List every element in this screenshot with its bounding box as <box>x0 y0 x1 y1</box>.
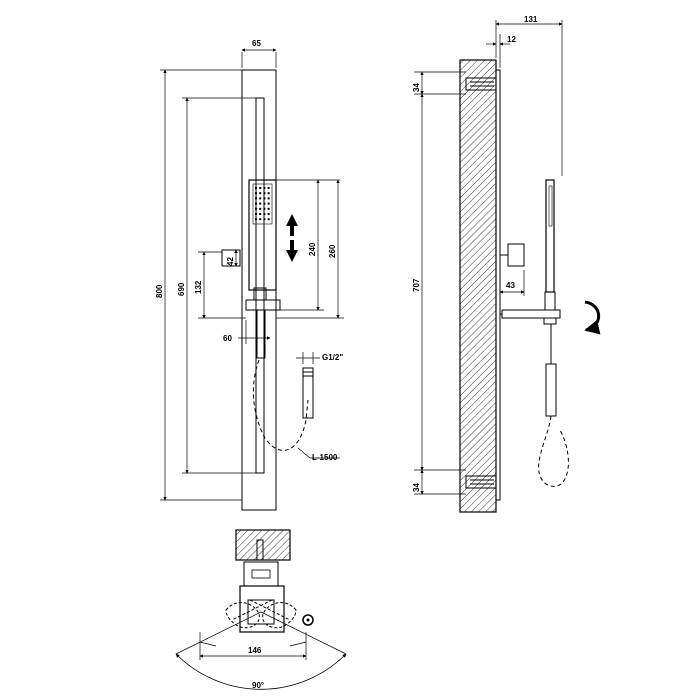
dim-bottom-34: 34 <box>412 483 421 492</box>
nozzle-dot <box>259 207 262 210</box>
nozzle-dot <box>259 218 262 221</box>
slide-down-arrow <box>286 240 298 262</box>
dim-60: 60 <box>223 334 232 343</box>
nozzle-dot <box>259 187 262 189</box>
nozzle-dot <box>267 187 270 189</box>
dim-65: 65 <box>252 39 261 48</box>
shower-hose <box>252 359 309 451</box>
nozzle-dot <box>259 192 262 195</box>
front-view: 65 800 690 132 42 240 260 60 <box>155 39 344 511</box>
holder-neck <box>253 287 267 301</box>
hose-connector <box>256 309 266 359</box>
angle-label: 90° <box>252 681 264 690</box>
nozzle-dot <box>267 202 270 205</box>
dim-690: 690 <box>177 282 186 296</box>
nozzle-dot <box>267 197 270 200</box>
side-view: 131 12 34 707 34 43 <box>412 15 601 513</box>
nozzle-dot <box>267 192 270 195</box>
nozzle-dot <box>255 207 257 210</box>
plan-holder <box>239 585 285 633</box>
nozzle-dot <box>255 192 257 195</box>
nozzle-dot <box>259 213 262 215</box>
side-holder <box>501 309 561 319</box>
side-bar <box>495 69 501 501</box>
nozzle-dot <box>267 207 270 210</box>
dim-240: 240 <box>308 242 317 256</box>
nozzle-dot <box>267 213 270 215</box>
nozzle-dot <box>263 192 266 195</box>
dim-132: 132 <box>194 280 203 294</box>
hand-shower <box>248 179 277 291</box>
dim-146: 146 <box>248 646 262 655</box>
wall-connector <box>302 367 314 419</box>
thread-label: G1/2" <box>322 353 343 362</box>
dim-12: 12 <box>507 35 516 44</box>
nozzle-dot <box>255 213 257 215</box>
side-outlet <box>507 243 525 267</box>
dim-131: 131 <box>524 15 538 24</box>
rotate-arrow <box>584 300 601 335</box>
nozzle-dot <box>255 187 257 189</box>
plan-body <box>243 561 279 587</box>
dim-42: 42 <box>226 257 235 266</box>
dim-707: 707 <box>412 278 421 292</box>
nozzle-dot <box>255 218 257 221</box>
nozzle-dot <box>263 207 266 210</box>
side-hose <box>538 415 569 487</box>
side-panel <box>459 59 497 513</box>
hose-length-label: L-1500 <box>312 453 338 462</box>
shower-head-face <box>252 183 273 225</box>
dim-43: 43 <box>506 281 515 290</box>
dim-top-34: 34 <box>412 83 421 92</box>
plan-view: 146 90° <box>175 529 347 690</box>
nozzle-dot <box>263 187 266 189</box>
slide-bar <box>255 97 265 474</box>
nozzle-dot <box>259 202 262 205</box>
nozzle-dot <box>263 213 266 215</box>
nozzle-dot <box>267 218 270 221</box>
nozzle-dot <box>259 197 262 200</box>
side-hand-shower <box>545 179 555 293</box>
nozzle-dot <box>263 197 266 200</box>
nozzle-dot <box>263 202 266 205</box>
dim-800: 800 <box>155 284 164 298</box>
dim-260: 260 <box>328 244 337 258</box>
nozzle-dots <box>255 187 270 221</box>
rotation-symbol <box>302 614 314 626</box>
nozzle-dot <box>255 197 257 200</box>
slide-up-arrow <box>286 214 298 236</box>
nozzle-dot <box>263 218 266 221</box>
nozzle-dot <box>255 202 257 205</box>
shower-holder <box>245 299 281 311</box>
water-outlet <box>221 249 241 267</box>
side-connector <box>545 363 557 417</box>
angle-arc <box>175 653 347 690</box>
